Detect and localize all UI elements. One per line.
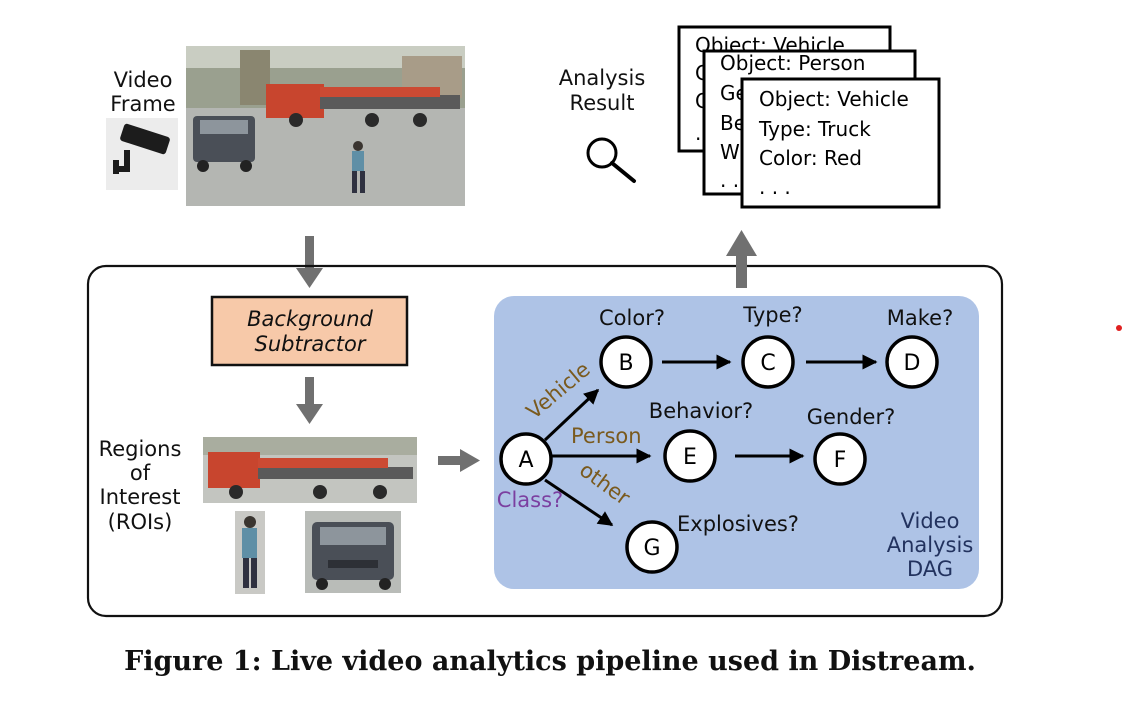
figure-caption: Figure 1: Live video analytics pipeline … (124, 646, 976, 677)
dag-title-line1: Video (901, 509, 960, 533)
dag-node-e: E (663, 429, 717, 483)
roi-truck-image (203, 437, 417, 503)
dag-title-line2: Analysis (887, 533, 974, 557)
result-card-front-line4: . . . (759, 175, 791, 199)
result-card-front-line1: Object: Vehicle (759, 87, 909, 111)
edge-a-to-b (543, 388, 600, 442)
analysis-result-label-line2: Result (570, 91, 635, 115)
background-subtractor-label-line2: Subtractor (255, 332, 367, 356)
result-card-front-line3: Color: Red (759, 146, 862, 170)
explosives-question-label: Explosives? (677, 512, 799, 536)
color-question-label: Color? (599, 306, 665, 330)
arrow-rois-to-dag (438, 449, 480, 472)
dag-title-line3: DAG (907, 557, 953, 581)
roi-label-line2: of (130, 461, 151, 485)
dag-node-d: D (885, 335, 939, 389)
video-frame-label-line2: Frame (110, 92, 175, 116)
pipeline-frame (86, 264, 1004, 618)
dag-node-c: C (741, 335, 795, 389)
background-subtractor-label-line1: Background (247, 307, 373, 331)
result-card-front-line2: Type: Truck (758, 117, 871, 141)
result-card-middle-line4: W (720, 140, 740, 164)
arrow-dag-to-result (726, 230, 757, 288)
svg-text:C: C (760, 351, 775, 376)
class-question-label: Class? (497, 488, 563, 512)
edge-a-to-g (544, 478, 614, 527)
security-camera-icon (106, 118, 178, 190)
dag-edges (543, 354, 878, 527)
edge-label-person: Person (571, 424, 642, 448)
dag-node-g: G (625, 520, 679, 574)
roi-label-line4: (ROIs) (108, 510, 173, 534)
roi-label-line1: Regions (99, 437, 182, 461)
result-card-front: Object: Vehicle Type: Truck Color: Red .… (740, 77, 941, 209)
dag-node-f: F (813, 432, 867, 486)
roi-suv-image (305, 511, 401, 593)
dag-node-b: B (599, 335, 653, 389)
arrow-frame-to-subtractor (296, 236, 323, 288)
svg-text:E: E (683, 445, 697, 470)
dag-node-a: A (499, 432, 553, 486)
red-dot (1116, 325, 1122, 331)
svg-text:B: B (618, 351, 633, 376)
gender-question-label: Gender? (807, 405, 896, 429)
analysis-result-label-line1: Analysis (559, 66, 646, 90)
video-frame-image (186, 46, 465, 206)
type-question-label: Type? (742, 303, 802, 327)
magnifier-icon (586, 137, 636, 183)
arrow-subtractor-to-rois (296, 377, 323, 424)
behavior-question-label: Behavior? (649, 399, 753, 423)
make-question-label: Make? (887, 306, 953, 330)
svg-text:G: G (643, 536, 660, 561)
result-card-middle-line1: Object: Person (720, 51, 865, 75)
roi-label-line3: Interest (100, 485, 181, 509)
video-frame-label-line1: Video (114, 68, 173, 92)
svg-text:D: D (904, 351, 921, 376)
roi-person-image (235, 511, 265, 594)
svg-text:A: A (518, 448, 533, 473)
background-subtractor-box: Background Subtractor (210, 295, 409, 367)
svg-text:F: F (834, 448, 847, 473)
